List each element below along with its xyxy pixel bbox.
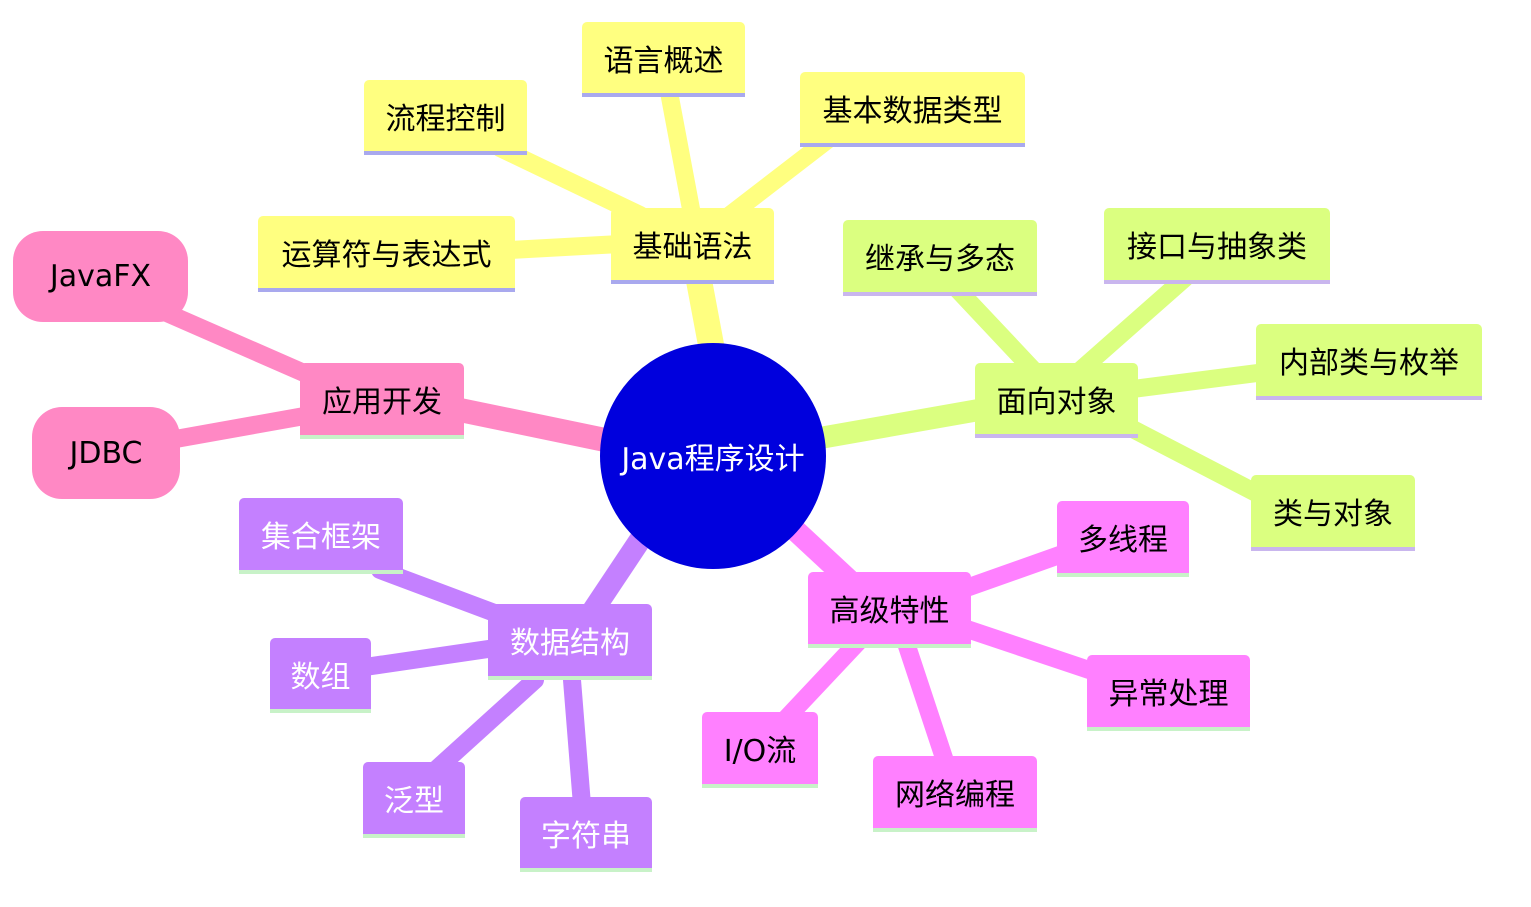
edge-oop-class [1116,416,1269,504]
edge-basics-lang [660,83,703,234]
edge-root-oop [809,397,1001,449]
leaf-node-strings[interactable]: 字符串 [520,797,652,872]
leaf-node-operators-expressions[interactable]: 运算符与表达式 [258,216,515,292]
leaf-node-classes-objects[interactable]: 类与对象 [1251,475,1415,551]
branch-node-application-dev[interactable]: 应用开发 [300,363,464,439]
leaf-node-interfaces-abstract[interactable]: 接口与抽象类 [1104,208,1330,284]
leaf-node-network-programming[interactable]: 网络编程 [873,756,1037,832]
leaf-node-inheritance-polymorphism[interactable]: 继承与多态 [843,220,1037,296]
leaf-node-flow-control[interactable]: 流程控制 [364,80,527,155]
leaf-node-generics[interactable]: 泛型 [363,762,465,838]
leaf-node-language-overview[interactable]: 语言概述 [582,22,745,97]
edge-adv-exception [946,616,1104,681]
leaf-node-io-streams[interactable]: I/O流 [702,712,818,788]
branch-node-basics[interactable]: 基础语法 [611,208,774,284]
leaf-node-exception-handling[interactable]: 异常处理 [1087,655,1250,731]
edge-adv-thread [946,543,1077,601]
edge-adv-io [771,631,869,734]
edge-root-appdev [448,398,617,452]
edge-oop-inherit [949,281,1047,384]
leaf-node-jdbc[interactable]: JDBC [32,407,180,499]
leaf-node-multithreading[interactable]: 多线程 [1057,501,1189,577]
edge-app-jdbc [161,406,319,449]
leaf-node-javafx[interactable]: JavaFX [13,231,188,322]
branch-node-advanced[interactable]: 高级特性 [808,572,971,648]
edge-oop-interface [1066,269,1194,384]
leaf-node-basic-data-types[interactable]: 基本数据类型 [800,72,1025,147]
root-node[interactable]: Java程序设计 [600,343,826,569]
branch-node-data-structures[interactable]: 数据结构 [488,604,652,680]
edge-ds-array [356,639,504,676]
leaf-node-inner-classes-enums[interactable]: 内部类与枚举 [1256,324,1482,400]
edge-basics-flow [491,139,649,224]
edge-ds-generics [421,671,544,784]
edge-ds-collections [371,561,509,624]
edge-adv-network [896,631,957,779]
edge-oop-inner [1116,363,1274,399]
leaf-node-collections-framework[interactable]: 集合框架 [239,498,403,574]
edge-basics-ops [501,235,629,259]
edge-app-javafx [151,301,329,389]
leaf-node-arrays[interactable]: 数组 [270,638,371,713]
edge-ds-string [563,671,591,814]
branch-node-oop[interactable]: 面向对象 [975,363,1138,438]
edge-basics-types [721,129,839,224]
edge-root-datastruct [579,529,651,626]
